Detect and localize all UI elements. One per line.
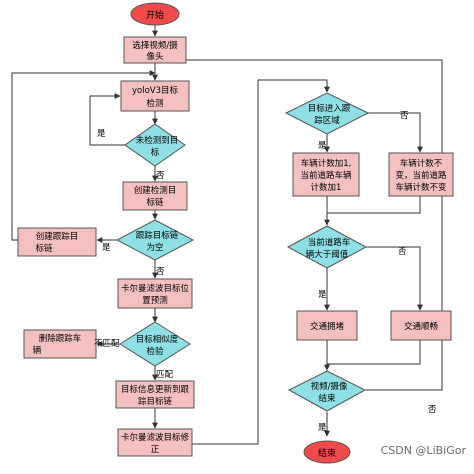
delete-track-line2: 辆 (33, 345, 42, 356)
select-video-line1: 选择视频/摄 (132, 40, 178, 51)
kalman-fix-line2: 正 (151, 445, 160, 455)
smooth-box (390, 310, 452, 341)
smooth-label: 交通顺畅 (404, 321, 439, 332)
watermark: CSDN @LiBiGor (380, 444, 466, 457)
yolo-line1: yoloV3目标 (132, 85, 179, 96)
count-same-line1: 车辆计数不 (400, 158, 443, 169)
count-add-box (292, 152, 360, 197)
count-same-line2: 变，当前道路 (395, 170, 447, 181)
kalman-predict-box (117, 278, 193, 309)
track-empty-line1: 跟踪目标链 (136, 230, 179, 241)
edge-enter-no (368, 112, 423, 153)
threshold-decision (286, 225, 368, 269)
select-video-box (123, 36, 187, 64)
update-info-line2: 踪目标链 (138, 396, 173, 407)
count-same-line3: 车辆计数不变 (395, 182, 447, 193)
similarity-decision (119, 321, 191, 367)
label-yes-enter: 是 (318, 141, 327, 151)
edge-smooth-to-end (327, 340, 421, 365)
create-track-line2: 标链 (35, 243, 53, 254)
label-no-not-detected: 否 (156, 171, 165, 181)
kalman-fix-box (117, 428, 193, 457)
start-label: 开始 (146, 9, 164, 21)
similarity-line2: 检验 (146, 346, 164, 357)
label-yes-threshold: 是 (318, 290, 327, 300)
count-add-line2: 当前道路车辆 (300, 170, 352, 181)
end-terminal (303, 440, 351, 464)
congested-label: 交通拥堵 (310, 321, 345, 332)
update-info-box (115, 380, 195, 409)
video-end-decision (287, 370, 367, 412)
kalman-predict-line2: 置预测 (142, 295, 168, 306)
not-detected-line1: 未检测到目 (136, 135, 179, 146)
enter-region-decision (284, 92, 370, 135)
label-yes-not-detected: 是 (97, 129, 106, 139)
yolo-line2: 检测 (146, 98, 163, 109)
select-video-line2: 像头 (146, 51, 164, 62)
kalman-fix-line1: 卡尔曼滤波目标修 (121, 432, 190, 443)
yolo-detect-box (120, 80, 190, 112)
similarity-line1: 目标相似度 (136, 334, 179, 345)
connectors (11, 25, 443, 445)
edge-notdetected-loop (89, 93, 125, 146)
video-end-line1: 视频/摄像 (311, 381, 348, 392)
edge-threshold-no (366, 246, 423, 311)
label-no-threshold: 否 (398, 247, 407, 257)
update-info-line1: 目标信息更新到跟 (121, 384, 190, 395)
edge-videoend-no (155, 59, 443, 391)
enter-region-line1: 目标进入跟 (308, 103, 351, 114)
count-add-line1: 车辆计数加1, (301, 158, 352, 169)
enter-region-line2: 踪区域 (314, 115, 340, 126)
track-empty-decision (115, 219, 195, 261)
delete-track-box (23, 329, 97, 359)
not-detected-line2: 标 (151, 147, 160, 158)
kalman-predict-line1: 卡尔曼滤波目标位 (121, 283, 190, 294)
count-same-box (388, 152, 454, 197)
edge-countsame-to-threshold (327, 196, 421, 214)
edge-createtrack-loop (11, 70, 156, 241)
threshold-line1: 当前道路车 (308, 237, 351, 248)
label-yes-track-empty: 是 (102, 243, 111, 253)
not-detected-decision (124, 123, 186, 167)
create-track-line1: 创建跟踪目 (36, 231, 79, 242)
video-end-line2: 结束 (318, 393, 336, 404)
track-empty-line2: 为空 (146, 242, 163, 253)
congested-box (296, 310, 358, 341)
end-label: 结束 (318, 447, 336, 459)
label-no-enter: 否 (400, 111, 409, 121)
count-add-line3: 计数加1 (311, 182, 342, 193)
label-no-end: 否 (428, 405, 437, 415)
label-yes-end: 是 (318, 423, 327, 433)
create-track-box (17, 227, 97, 257)
create-detect-line1: 创建检测目 (134, 185, 177, 196)
delete-track-line1: 删除跟踪车 (39, 333, 82, 344)
edge-kalmanfix-to-enter (192, 79, 330, 445)
create-detect-line2: 标链 (146, 197, 164, 208)
label-no-track-empty: 否 (156, 267, 165, 277)
label-match: 匹配 (156, 370, 174, 380)
threshold-line2: 辆大于阈值 (306, 249, 349, 260)
label-mismatch: 不匹配 (94, 339, 120, 349)
create-detect-box (122, 181, 188, 211)
start-terminal (130, 2, 180, 26)
